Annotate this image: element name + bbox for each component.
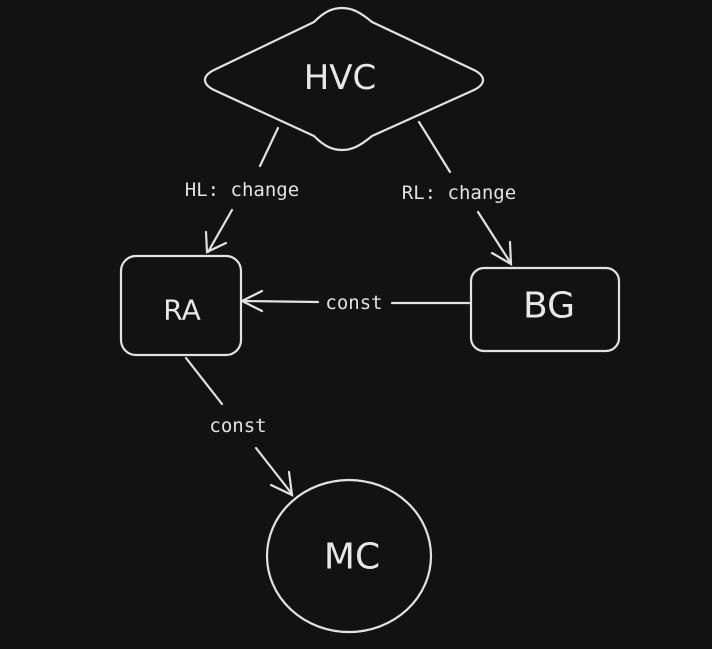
- node-ra-label: RA: [163, 294, 200, 327]
- edge-label-hl-change: HL: change: [185, 179, 299, 201]
- node-bg-shape: [469, 266, 621, 353]
- node-hvc-label: HVC: [304, 58, 377, 98]
- node-bg-label: BG: [523, 286, 575, 327]
- node-hvc[interactable]: HVC: [203, 6, 485, 152]
- node-mc-shape: [265, 478, 433, 634]
- node-mc-label: MC: [324, 537, 380, 578]
- edge-label-const-bg-ra: const: [325, 292, 382, 314]
- edge-hvc-to-bg: RL: change: [402, 120, 516, 266]
- node-hvc-shape: [203, 6, 485, 152]
- node-ra[interactable]: RA: [119, 254, 243, 357]
- edge-bg-to-ra: const: [239, 289, 471, 314]
- edge-label-const-ra-mc: const: [209, 415, 266, 437]
- node-ra-shape: [119, 254, 243, 357]
- node-mc[interactable]: MC: [265, 478, 433, 634]
- edge-hvc-to-ra: HL: change: [185, 126, 299, 254]
- edge-ra-to-mc: const: [184, 356, 294, 497]
- node-bg[interactable]: BG: [469, 266, 621, 353]
- edge-label-rl-change: RL: change: [402, 182, 516, 204]
